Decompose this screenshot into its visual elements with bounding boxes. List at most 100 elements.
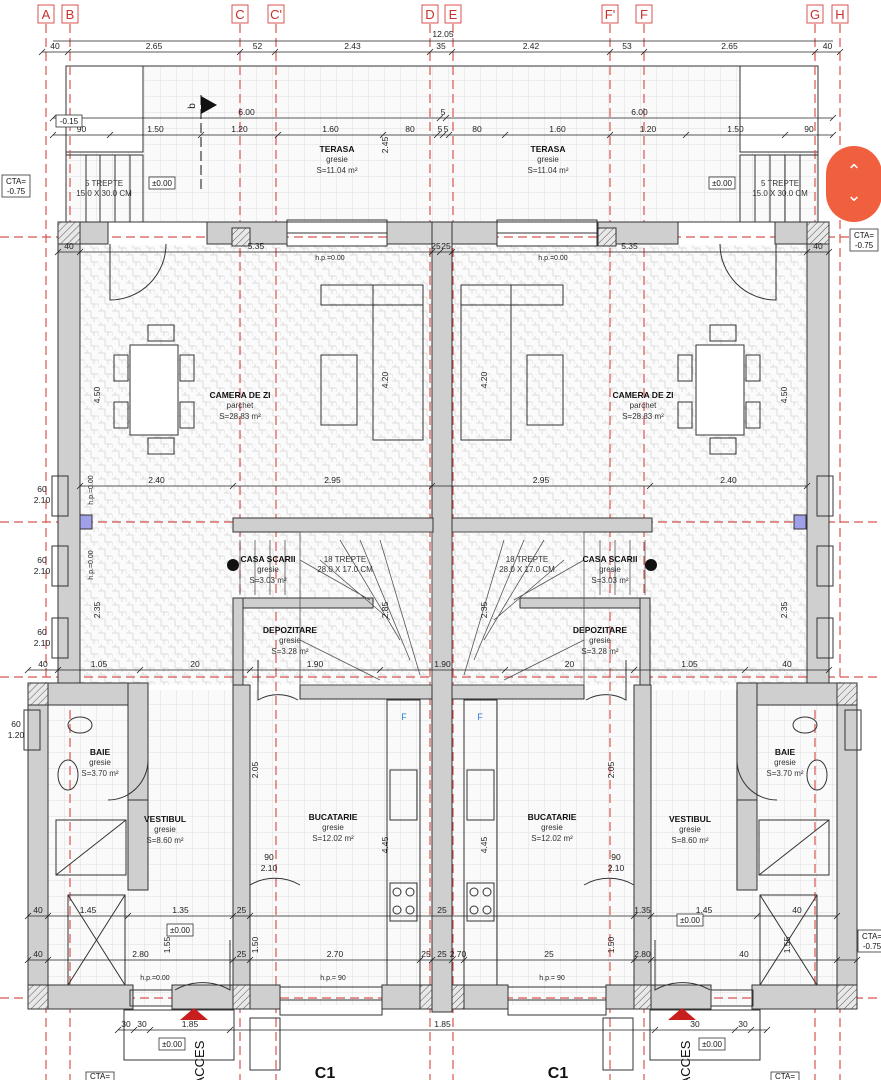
entrance-label: ACCES <box>678 1040 693 1080</box>
dimension-tick <box>436 248 444 256</box>
dimension-tick <box>49 114 57 122</box>
dimension-tick <box>442 114 450 122</box>
column-marker <box>227 559 239 571</box>
dimension-label: 2.80 <box>132 949 149 959</box>
dimension-label: 2.80 <box>634 949 651 959</box>
fridge-label: F <box>477 712 483 722</box>
room-finish: gresie <box>774 758 796 767</box>
vertical-dimension-label: 4.50 <box>92 386 102 403</box>
scroll-control[interactable]: ⌃ ⌄ <box>826 146 881 222</box>
dimension-label: 40 <box>50 41 60 51</box>
cta-tag <box>85 1071 115 1080</box>
dimension-label: 1.60 <box>322 124 339 134</box>
dimension-tick <box>236 48 244 56</box>
dimension-tick <box>428 956 436 964</box>
dimension-label: 25 <box>437 949 447 959</box>
dimension-tick <box>803 248 811 256</box>
grid-axis-label: B <box>66 7 75 22</box>
level-value: -0.15 <box>60 117 79 126</box>
room-name: TERASA <box>320 144 355 154</box>
dimension-label: 1.45 <box>696 905 713 915</box>
vertical-dimension-label: 4.45 <box>380 836 390 853</box>
window-dimension-label: 60 <box>37 627 47 637</box>
room-name: TERASA <box>531 144 566 154</box>
furniture <box>55 284 830 986</box>
grid-axis-box <box>61 4 79 24</box>
dimension-tick <box>38 48 46 56</box>
window-dimension-label: 60 <box>11 719 21 729</box>
dimension-tick <box>647 956 655 964</box>
cta-label: CTA= <box>854 231 874 240</box>
window-dimension-label: 90 <box>611 852 621 862</box>
grid-axis-box <box>831 4 849 24</box>
room-area: S=12.02 m² <box>531 834 573 843</box>
dimension-label: 1.85 <box>434 1019 451 1029</box>
dimension-tick <box>76 482 84 490</box>
dimension-tick <box>448 956 456 964</box>
level-value: ±0.00 <box>152 179 173 188</box>
window-sill-label: h.p.=0.00 <box>315 255 344 262</box>
cta-label: CTA= <box>862 932 881 941</box>
dimension-tick <box>416 956 424 964</box>
room-finish: gresie <box>154 825 176 834</box>
grid-axis-box <box>635 4 653 24</box>
dimension-label: 20 <box>190 659 200 669</box>
dimension-label: 80 <box>405 124 415 134</box>
dimension-tick <box>825 666 833 674</box>
dimension-label: 25 <box>237 949 247 959</box>
dimension-label: 35 <box>436 41 446 51</box>
staircase <box>239 531 646 686</box>
dimension-label: 80 <box>472 124 482 134</box>
dimension-tick <box>630 666 638 674</box>
room-finish: gresie <box>279 636 301 645</box>
dimension-tick <box>426 48 434 56</box>
room-name: VESTIBUL <box>144 814 186 824</box>
level-value: ±0.00 <box>712 179 733 188</box>
vertical-dimension-label: 2.35 <box>779 601 789 618</box>
window-dimension-label: 2.10 <box>34 566 51 576</box>
dimension-label: 2.95 <box>324 475 341 485</box>
room-area: S=28.83 m² <box>219 412 261 421</box>
dimension-label: 2.95 <box>533 475 550 485</box>
dimension-tick <box>136 666 144 674</box>
room-name: BUCATARIE <box>528 812 577 822</box>
dimension-tick <box>853 956 861 964</box>
window-dimension-label: 60 <box>37 555 47 565</box>
vertical-dimension-label: 2.35 <box>92 601 102 618</box>
room-finish: parchet <box>630 401 657 410</box>
dimension-label: 30 <box>738 1019 748 1029</box>
room-area: S=28.83 m² <box>622 412 664 421</box>
room-area: S=3.03 m² <box>591 576 628 585</box>
dimension-tick <box>646 482 654 490</box>
exterior-steps-size: 15.0 X 30.0 CM <box>752 189 808 198</box>
dimension-tick <box>44 912 52 920</box>
grid-axis-box <box>267 4 285 24</box>
grid-axis-label: C' <box>270 7 282 22</box>
dimension-label: 40 <box>33 905 43 915</box>
chevron-up-icon[interactable]: ⌃ <box>846 161 862 182</box>
vertical-dimension-label: 1.55 <box>162 936 172 953</box>
dimension-label: 1.60 <box>549 124 566 134</box>
window-dimension-label: 2.10 <box>261 863 278 873</box>
chevron-down-icon[interactable]: ⌄ <box>846 185 862 206</box>
cta-tag <box>849 228 879 252</box>
dimension-tick <box>428 482 436 490</box>
room-name: BUCATARIE <box>309 812 358 822</box>
dimension-tick <box>833 912 841 920</box>
dimension-label: 2.40 <box>720 475 737 485</box>
dimension-label: 5 <box>441 107 446 117</box>
cta-value: -0.75 <box>863 942 881 951</box>
dimension-label: 1.90 <box>434 659 451 669</box>
room-area: S=3.28 m² <box>271 647 308 656</box>
vertical-dimension-label: 1.50 <box>606 936 616 953</box>
dimension-tick <box>501 666 509 674</box>
room-finish: gresie <box>541 823 563 832</box>
room-area: S=11.04 m² <box>528 166 569 175</box>
dimension-label: 2.43 <box>344 41 361 51</box>
dimension-tick <box>448 48 456 56</box>
cta-label: CTA= <box>90 1072 110 1080</box>
window-dimension-label: 1.20 <box>8 730 25 740</box>
room-name: DEPOZITARE <box>573 625 627 635</box>
